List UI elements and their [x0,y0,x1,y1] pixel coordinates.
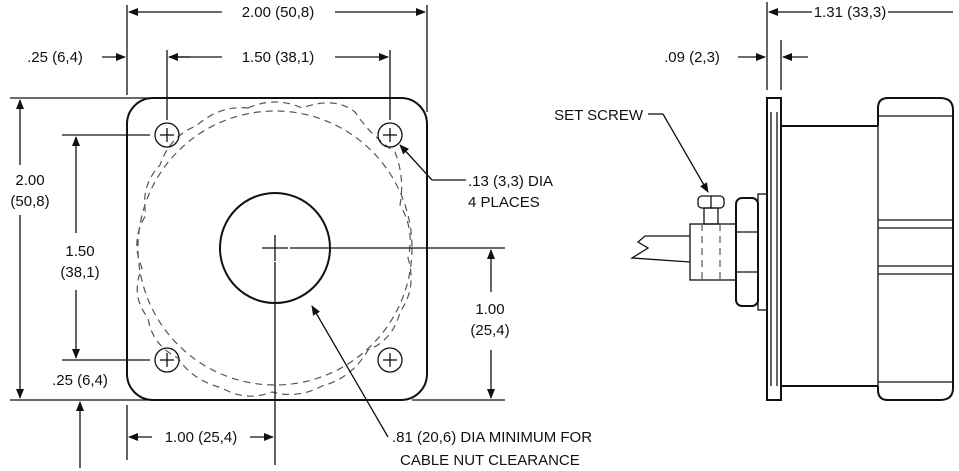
mounting-hole-top-right [377,122,403,148]
side-body [877,97,954,401]
dim-overall-height-in: 2.00 [15,172,44,189]
dim-overall-width: 2.00 (50,8) [242,4,315,21]
dim-flange-thickness: .09 (2,3) [664,49,720,66]
callout-set-screw: SET SCREW [554,107,644,124]
mounting-hole-bottom-left [154,347,180,373]
hidden-body-lobes [136,101,412,397]
dim-hole-spacing-height-mm: (38,1) [60,264,99,281]
mounting-plate [126,97,428,401]
mounting-hole-bottom-right [377,347,403,373]
dim-center-offset-x: 1.00 (25,4) [165,429,238,446]
cable-nut [735,193,768,311]
side-view: SET SCREW 1.31 (33,3) .09 (2,3) [554,2,954,401]
mounting-hole-top-left [154,122,180,148]
set-screw-icon [697,195,725,225]
side-flange [766,97,782,401]
cable-connector [629,223,737,281]
dim-hole-spacing-width: 1.50 (38,1) [242,49,315,66]
dim-edge-offset-top: .25 (6,4) [27,49,83,66]
front-view: 2.00 (50,8) 1.50 (38,1) .25 (6,4) 2.00 (… [10,4,592,469]
callout-center-hole-line2: CABLE NUT CLEARANCE [400,452,580,469]
callout-center-hole-line1: .81 (20,6) DIA MINIMUM FOR [392,429,592,446]
callout-hole-dia: .13 (3,3) DIA [468,173,553,190]
dim-center-offset-y-in: 1.00 [475,301,504,318]
dim-overall-height-mm: (50,8) [10,193,49,210]
dim-edge-offset-bottom: .25 (6,4) [52,372,108,389]
callout-hole-count: 4 PLACES [468,194,540,211]
dim-center-offset-y-mm: (25,4) [470,322,509,339]
dim-hole-spacing-height-in: 1.50 [65,243,94,260]
dim-side-depth: 1.31 (33,3) [814,4,887,21]
